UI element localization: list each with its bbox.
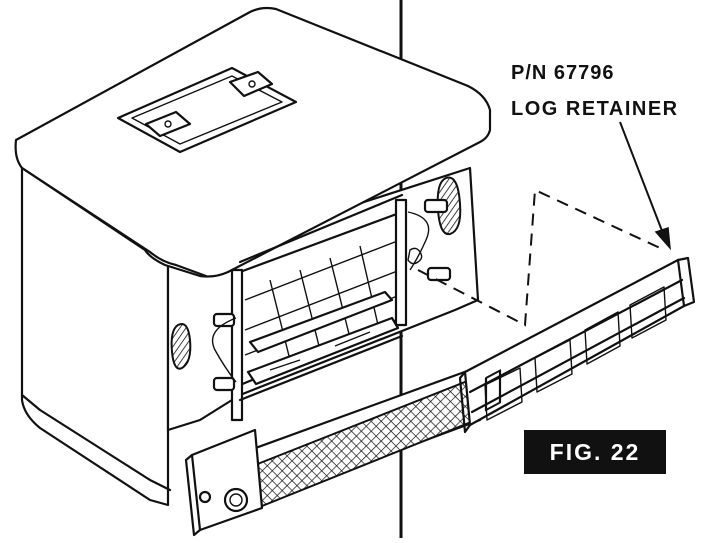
- callout-leader: [619, 121, 665, 237]
- log-retainer: [458, 256, 696, 434]
- log-1: [248, 290, 394, 354]
- stove-top-edge: [20, 166, 208, 278]
- right-door-chain: [407, 211, 430, 271]
- right-vent-slot: [436, 176, 462, 236]
- figure-label-badge: FIG. 22: [524, 430, 666, 474]
- install-guide-dashed: [417, 188, 661, 327]
- callout-arrowhead: [654, 226, 671, 251]
- right-clip-upper: [423, 198, 449, 214]
- right-door-hinge-post: [394, 198, 408, 327]
- part-number-label: P/N 67796: [511, 62, 615, 84]
- part-name-label: LOG RETAINER: [511, 98, 679, 120]
- control-screw: [198, 490, 212, 504]
- left-vent-slot: [170, 323, 192, 370]
- left-door-hinge-post: [230, 268, 244, 422]
- left-clip-upper: [212, 312, 236, 328]
- left-door-chain: [211, 317, 237, 383]
- left-clip-lower: [212, 376, 236, 392]
- log-2: [246, 316, 400, 386]
- right-clip-lower: [426, 266, 452, 282]
- control-box: [190, 428, 264, 532]
- control-knob: [223, 487, 249, 513]
